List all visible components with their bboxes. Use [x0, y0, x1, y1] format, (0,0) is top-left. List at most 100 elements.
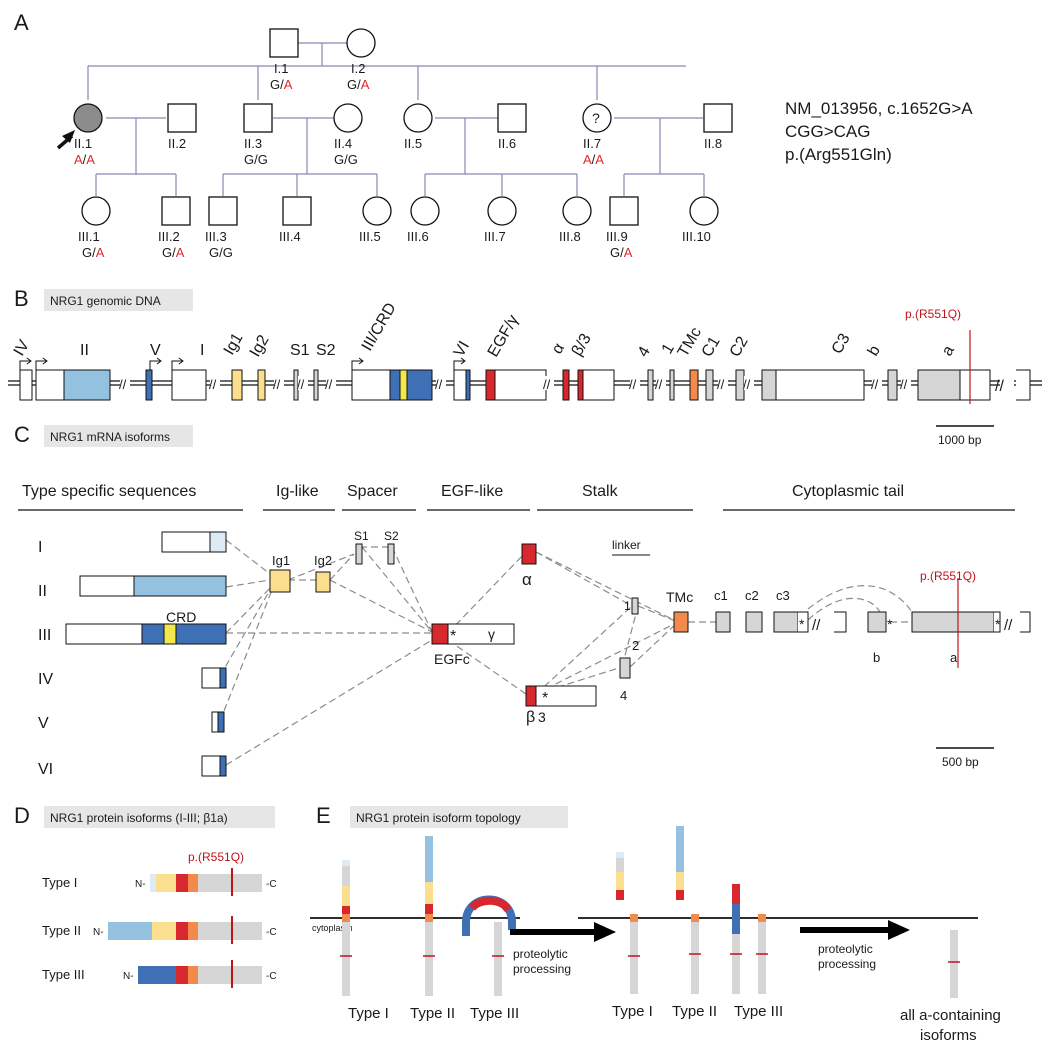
- genomic-exon: [145, 369, 153, 401]
- protein-domain: [198, 874, 262, 892]
- mrna-label: *: [450, 628, 456, 645]
- splice-dash: [225, 639, 433, 766]
- pedigree-female-symbol: [410, 196, 440, 226]
- pedigree-male-symbol: [609, 196, 639, 226]
- splice-dash: [219, 589, 273, 722]
- protein-domain: [176, 874, 188, 892]
- pedigree-id: II.2: [168, 136, 186, 151]
- mrna-exon: [673, 611, 689, 633]
- mrna-type-label: II: [38, 583, 47, 600]
- genomic-intron-break: [210, 376, 220, 390]
- protein-c-terminus: -C: [266, 879, 277, 890]
- genomic-exon-partial: [1016, 369, 1031, 401]
- mrna-exon: [387, 543, 395, 565]
- splice-dash: [225, 579, 279, 634]
- splice-dash: [225, 579, 271, 588]
- topology-cytoplasmic: [732, 934, 740, 994]
- mrna-variant-label: p.(R551Q): [920, 569, 976, 583]
- mrna-type-label: III: [38, 627, 51, 644]
- panel-c: C NRG1 mRNA isoforms Type specific seque…: [14, 422, 1031, 778]
- pedigree-genotype: G/A: [347, 77, 370, 92]
- mrna-label: 3: [538, 709, 546, 725]
- protein-domain: [156, 874, 176, 892]
- topology-type3-transmembrane: [732, 884, 740, 934]
- topology-shed-fragment: [616, 858, 624, 872]
- topology-shed-fragment: [616, 890, 624, 900]
- promoter-arrow: [19, 357, 32, 370]
- splice-dash: [535, 551, 633, 607]
- pedigree-genotype: G/G: [209, 245, 233, 260]
- mrna-label: c1: [714, 588, 728, 603]
- mrna-label: 1: [624, 599, 631, 613]
- mrna-label: Ig2: [314, 553, 332, 568]
- pedigree-id: III.2: [158, 229, 180, 244]
- genomic-exon: [705, 369, 714, 401]
- genomic-exon: [171, 369, 207, 401]
- protein-domain: [152, 922, 176, 940]
- membrane-label: cytoplasm: [312, 923, 353, 933]
- pedigree-male-symbol: [167, 103, 197, 133]
- pedigree-id: I.2: [351, 61, 365, 76]
- panel-b: B NRG1 genomic DNA // //////////////////…: [8, 286, 1042, 447]
- genomic-intron-break: [872, 376, 882, 390]
- backbone-gap: [1000, 376, 1014, 392]
- variant-description: NM_013956, c.1652G>A CGG>CAG p.(Arg551Gl…: [785, 99, 973, 164]
- genomic-intron-break: [544, 376, 554, 390]
- panel-e: E NRG1 protein isoform topology cytoplas…: [310, 803, 1001, 1044]
- genomic-exons: //: [19, 369, 1031, 401]
- splice-dash: [329, 579, 433, 633]
- mrna-label: Ig1: [272, 553, 290, 568]
- mrna-type-label: VI: [38, 761, 53, 778]
- mrna-exon: [773, 611, 799, 633]
- pedigree-genotype: G/A: [82, 245, 105, 260]
- splice-dash: [391, 546, 433, 633]
- mrna-label: c2: [745, 588, 759, 603]
- processing-label-2b: processing: [818, 957, 876, 971]
- mrna-exon: [315, 571, 331, 593]
- processing-label-2a: proteolytic: [818, 942, 873, 956]
- mrna-label: a: [950, 650, 958, 665]
- proband-arrow: [56, 130, 75, 150]
- mrna-exons: [65, 531, 1031, 777]
- mrna-label: *: [995, 616, 1001, 632]
- topo-final-label-2: isoforms: [920, 1027, 977, 1044]
- topology-cytoplasmic: [758, 922, 766, 994]
- topo-final-label-1: all a-containing: [900, 1007, 1001, 1024]
- genomic-break-glyph: //: [209, 377, 217, 392]
- topology-tm: [691, 914, 699, 922]
- topology-cytoplasmic: [342, 922, 350, 996]
- topology-segment: [342, 866, 350, 886]
- protein-n-terminus: N-: [93, 927, 104, 938]
- mrna-exon: [911, 611, 995, 633]
- processing-label-1a: proteolytic: [513, 947, 568, 961]
- mrna-label: 4: [620, 688, 627, 703]
- genomic-break-mark: //: [995, 378, 1004, 395]
- mrna-type-label: V: [38, 715, 49, 732]
- genomic-intron-break: [744, 376, 754, 390]
- mrna-exon: [219, 667, 227, 689]
- genomic-exon-label: II: [80, 342, 89, 359]
- protein-n-terminus: N-: [135, 879, 146, 890]
- pedigree-female-symbol: [562, 196, 592, 226]
- topo-right-type-3: Type III: [734, 1003, 783, 1020]
- genomic-break-glyph: //: [119, 377, 127, 392]
- genomic-exon: [453, 369, 467, 401]
- header-type-specific: Type specific sequences: [22, 483, 196, 500]
- topology-shed-fragment: [616, 872, 624, 890]
- mrna-exon: [619, 657, 631, 679]
- genomic-exon: [917, 369, 961, 401]
- panel-e-letter: E: [316, 803, 331, 828]
- topology-title-box: [350, 806, 568, 828]
- mrna-exon: [521, 543, 537, 565]
- header-egf-like: EGF-like: [441, 483, 503, 500]
- genomic-scale-label: 1000 bp: [938, 433, 982, 447]
- genomic-intron-break: [901, 376, 911, 390]
- protein-row-label: Type I: [42, 875, 77, 890]
- genomic-exon: [389, 369, 433, 401]
- pedigree-id: II.3: [244, 136, 262, 151]
- mrna-exon: [217, 711, 225, 733]
- genomic-intron-break: [718, 376, 728, 390]
- topo-right-type-2: Type II: [672, 1003, 717, 1020]
- genomic-intron-break: [326, 376, 336, 390]
